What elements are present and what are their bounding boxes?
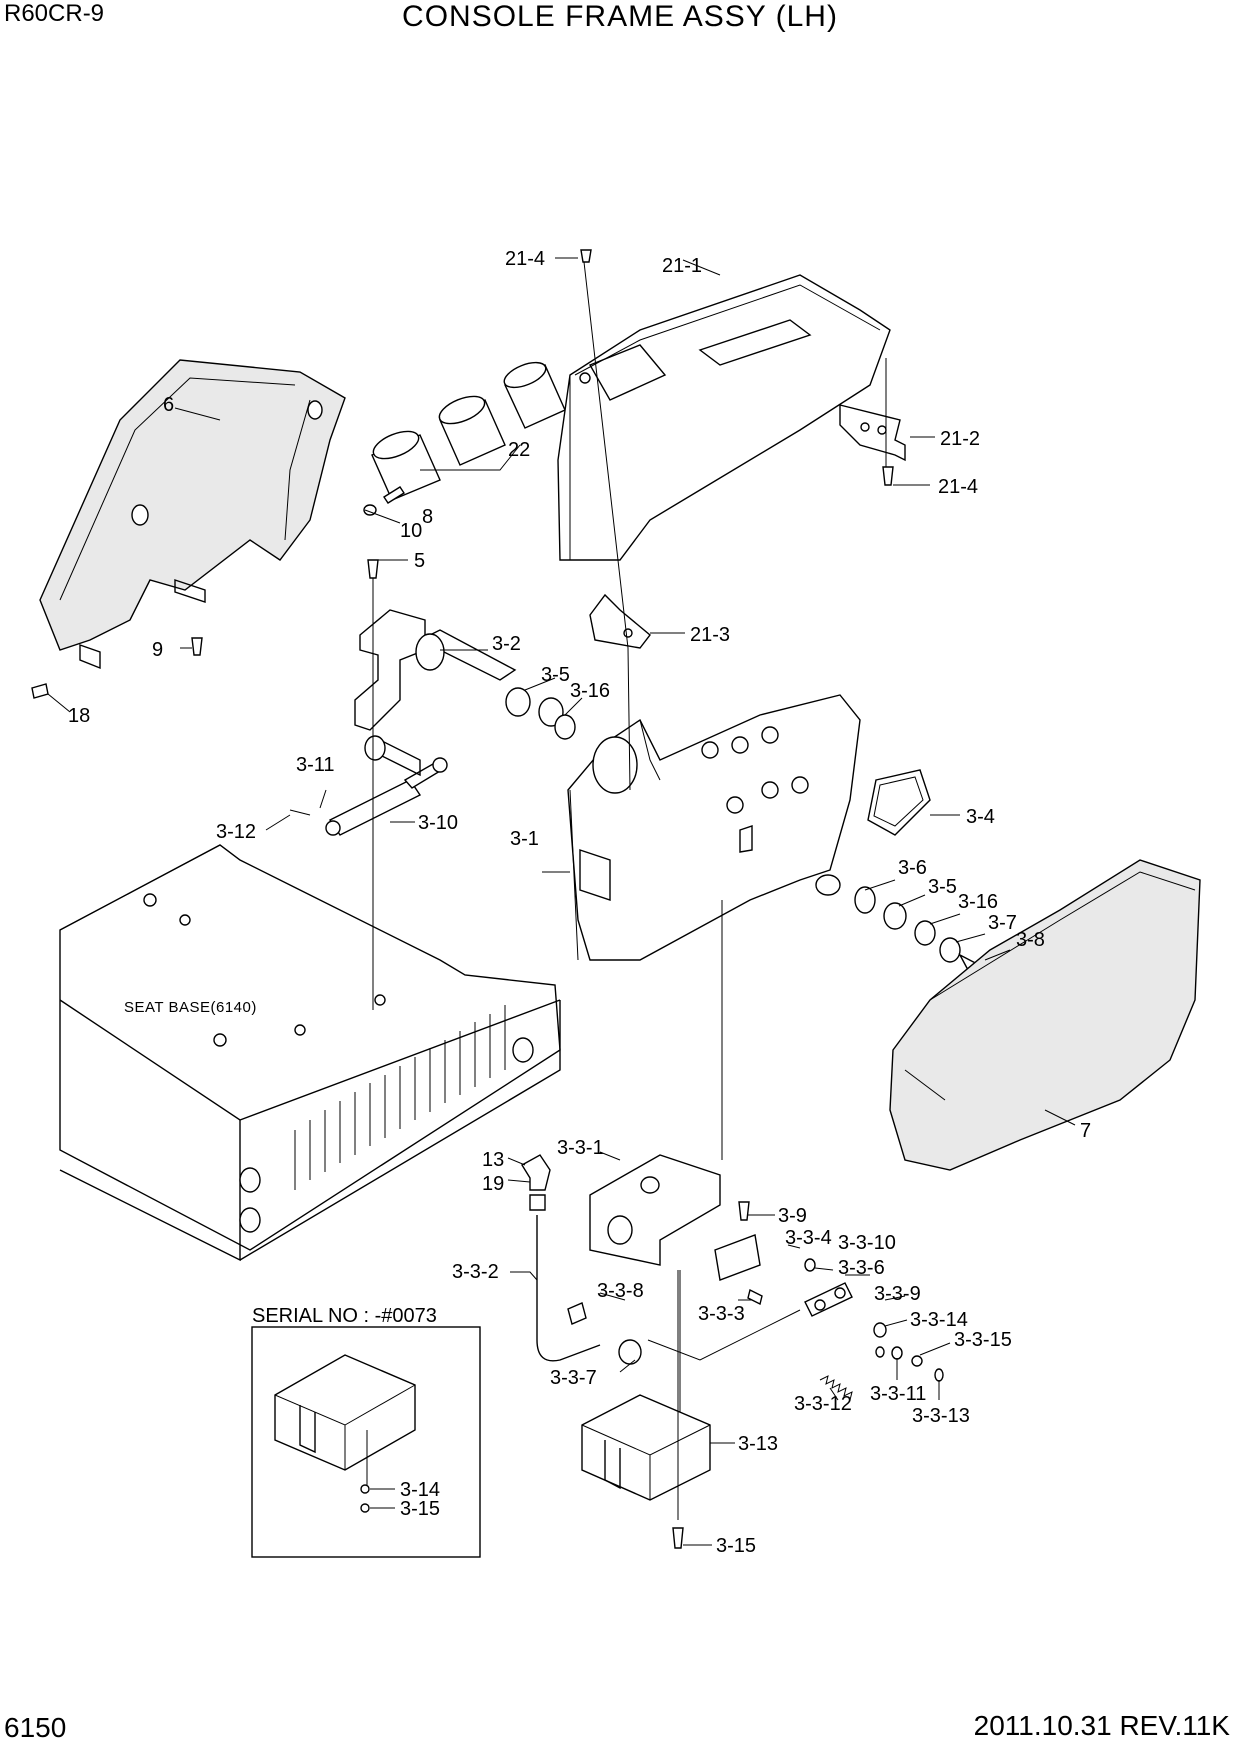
- callout-3-16-a: 3-16: [570, 680, 610, 702]
- callout-3-16-b: 3-16: [958, 891, 998, 913]
- serial-number-note: SERIAL NO : -#0073: [252, 1305, 437, 1327]
- callout-3-2: 3-2: [492, 633, 521, 655]
- callout-21-3: 21-3: [690, 624, 730, 646]
- callout-3-3-15: 3-3-15: [954, 1329, 1012, 1351]
- part-3-3-6-lever: [804, 1282, 853, 1317]
- callout-3-3-3: 3-3-3: [698, 1303, 745, 1325]
- callout-3-11: 3-11: [296, 754, 335, 776]
- callout-3-10: 3-10: [418, 812, 458, 834]
- callout-21-4-top: 21-4: [505, 248, 545, 270]
- part-13-elbow: [521, 1154, 601, 1362]
- callout-3-3-9: 3-3-9: [874, 1283, 921, 1305]
- part-21-2-bracket: [839, 404, 906, 462]
- callout-3-6: 3-6: [898, 857, 927, 879]
- callout-labels: 21-4 21-1 21-2 21-4 21-3 22 6 8 10 5 9 1…: [68, 248, 1091, 1557]
- callout-8: 8: [422, 506, 433, 528]
- callout-5: 5: [414, 550, 425, 572]
- callout-3-15-box: 3-15: [400, 1498, 440, 1520]
- assembly-lines: [366, 261, 887, 1520]
- seat-base-vent-slots: [294, 1005, 506, 1190]
- callout-3-3-1: 3-3-1: [557, 1137, 604, 1159]
- model-code: R60CR-9: [4, 0, 105, 27]
- callout-3-14: 3-14: [400, 1479, 440, 1501]
- callout-3-3-14: 3-3-14: [910, 1309, 968, 1331]
- part-3-10-gas-spring: [289, 735, 448, 836]
- callout-3-9: 3-9: [778, 1205, 807, 1227]
- callout-3-3-12: 3-3-12: [794, 1393, 852, 1415]
- callout-3-3-2: 3-3-2: [452, 1261, 499, 1283]
- callout-21-2: 21-2: [940, 428, 980, 450]
- callout-22: 22: [508, 439, 530, 461]
- seat-base-label: SEAT BASE(6140): [124, 999, 257, 1016]
- seat-base: [59, 844, 561, 1262]
- page-number: 6150: [4, 1712, 67, 1743]
- callout-3-3-7: 3-3-7: [550, 1367, 597, 1389]
- callout-10: 10: [400, 520, 422, 542]
- callout-3-7: 3-7: [988, 912, 1017, 934]
- callout-3-13: 3-13: [738, 1433, 778, 1455]
- callout-3-3-11: 3-3-11: [870, 1383, 926, 1405]
- part-22-tubes: [371, 361, 566, 501]
- callout-21-1: 21-1: [662, 255, 702, 277]
- callout-3-4: 3-4: [966, 806, 995, 828]
- callout-3-3-8: 3-3-8: [597, 1280, 644, 1302]
- callout-9: 9: [152, 639, 163, 661]
- callout-3-3-6: 3-3-6: [838, 1257, 885, 1279]
- callout-3-3-10: 3-3-10: [838, 1232, 896, 1254]
- part-3-3-1-bracket: [589, 1154, 721, 1420]
- callout-18: 18: [68, 705, 90, 727]
- callout-3-5-b: 3-5: [928, 876, 957, 898]
- callout-3-15: 3-15: [716, 1535, 756, 1557]
- callout-19: 19: [482, 1173, 504, 1195]
- part-3-4-grommet: [867, 769, 931, 836]
- callout-3-3-4: 3-3-4: [785, 1227, 832, 1249]
- callout-3-12: 3-12: [216, 821, 256, 843]
- callout-7: 7: [1080, 1120, 1091, 1142]
- part-3-1-console-frame: [567, 694, 861, 961]
- part-21-1-console-cover: [557, 274, 891, 561]
- part-3-3-4-switch: [714, 1234, 761, 1281]
- callout-3-3-13: 3-3-13: [912, 1405, 970, 1427]
- page-title: CONSOLE FRAME ASSY (LH): [402, 0, 838, 33]
- part-3-13-cover: [581, 1394, 711, 1501]
- callout-6: 6: [163, 394, 174, 416]
- serial-detail-box: [251, 1326, 481, 1558]
- part-6-left-cover: [39, 359, 346, 670]
- part-3-3-12-spring: [819, 1375, 853, 1401]
- callout-13: 13: [482, 1149, 504, 1171]
- callout-21-4-bottom: 21-4: [938, 476, 978, 498]
- revision-date: 2011.10.31 REV.11K: [973, 1710, 1230, 1741]
- callout-3-1: 3-1: [510, 828, 539, 850]
- leader-lines: [47, 257, 1076, 1546]
- part-21-3-bracket: [589, 593, 651, 649]
- callout-3-8: 3-8: [1016, 929, 1045, 951]
- callout-3-5-a: 3-5: [541, 664, 570, 686]
- part-7-right-cover: [889, 859, 1201, 1171]
